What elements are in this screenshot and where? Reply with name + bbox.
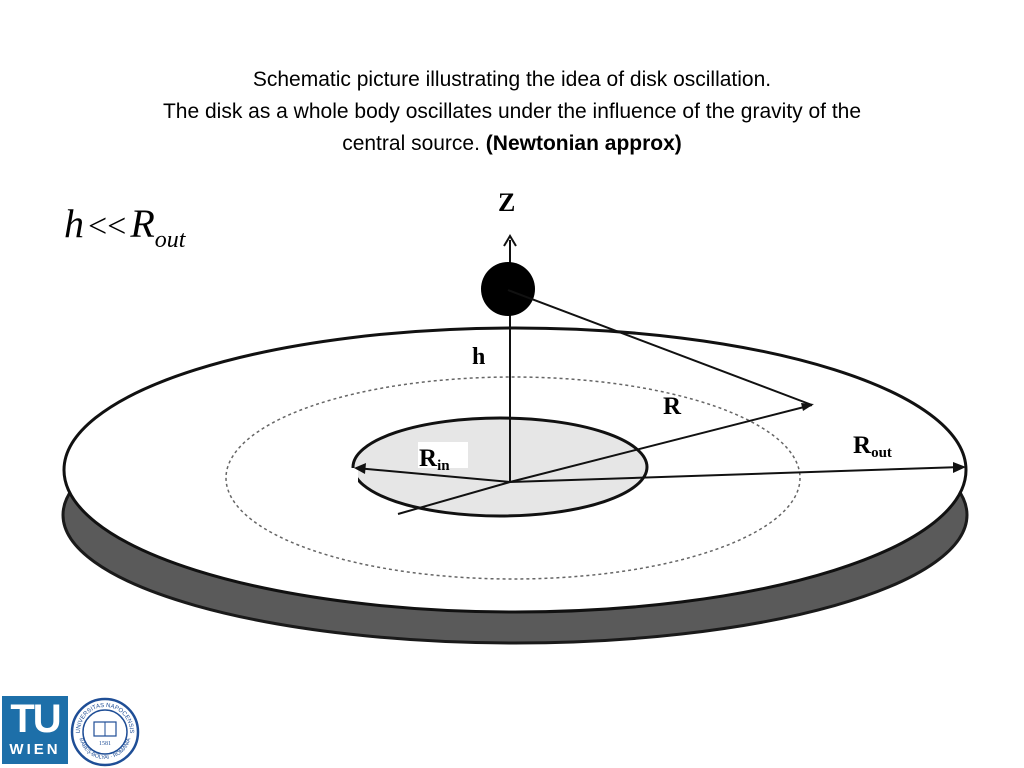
- rout-arrowhead: [953, 462, 966, 473]
- formula-operator: <<: [88, 208, 127, 245]
- z-axis-arrowhead: [503, 234, 517, 247]
- rin-label-box: [418, 442, 468, 468]
- rin-label-sub: in: [437, 458, 450, 474]
- seal-year-text: 1581: [99, 741, 111, 747]
- thin-disk-condition: h<<Rout: [64, 200, 185, 264]
- white-patch: [296, 468, 358, 524]
- central-source-ball: [481, 262, 535, 316]
- title-line-1: Schematic picture illustrating the idea …: [252, 68, 772, 91]
- rin-label-main: R: [419, 445, 438, 472]
- slide-title: Schematic picture illustrating the idea …: [0, 64, 1024, 160]
- rin-line: [355, 467, 511, 483]
- title-line-3: central source. (Newtonian approx): [0, 128, 1024, 160]
- z-label: Z: [498, 188, 515, 217]
- title-line-2: The disk as a whole body oscillates unde…: [162, 100, 862, 123]
- ball-to-point-line: [507, 289, 813, 406]
- formula-h: h: [64, 201, 84, 246]
- inner-disk: [351, 416, 649, 518]
- tu-wien-logo: TU WIEN: [2, 696, 68, 764]
- formula-r: R: [130, 201, 155, 246]
- formula-subscript: out: [154, 227, 186, 253]
- rout-line: [509, 466, 963, 483]
- r-vector-arrowhead: [801, 403, 814, 411]
- rout-label: Rout: [853, 432, 892, 461]
- rin-label: Rin: [419, 445, 450, 474]
- rout-label-main: R: [853, 432, 872, 459]
- tu-logo-text: TU: [10, 697, 61, 741]
- r-vector-line: [509, 404, 813, 483]
- dashed-orbit: [225, 376, 801, 580]
- title-line-3-plain: central source.: [342, 132, 480, 155]
- rout-label-sub: out: [871, 445, 892, 461]
- seal-inner-ring: [82, 709, 128, 755]
- title-line-3-bold: (Newtonian approx): [485, 132, 682, 155]
- university-seal-logo: UNIVERSITAS NAPOCENSIS BABEŞ-BOLYAI · RO…: [70, 697, 140, 767]
- rin-arrowhead: [354, 463, 366, 474]
- h-label: h: [472, 344, 485, 370]
- wien-logo-text: WIEN: [9, 741, 61, 758]
- r-label: R: [663, 393, 682, 420]
- inner-diagonal-line: [397, 481, 511, 515]
